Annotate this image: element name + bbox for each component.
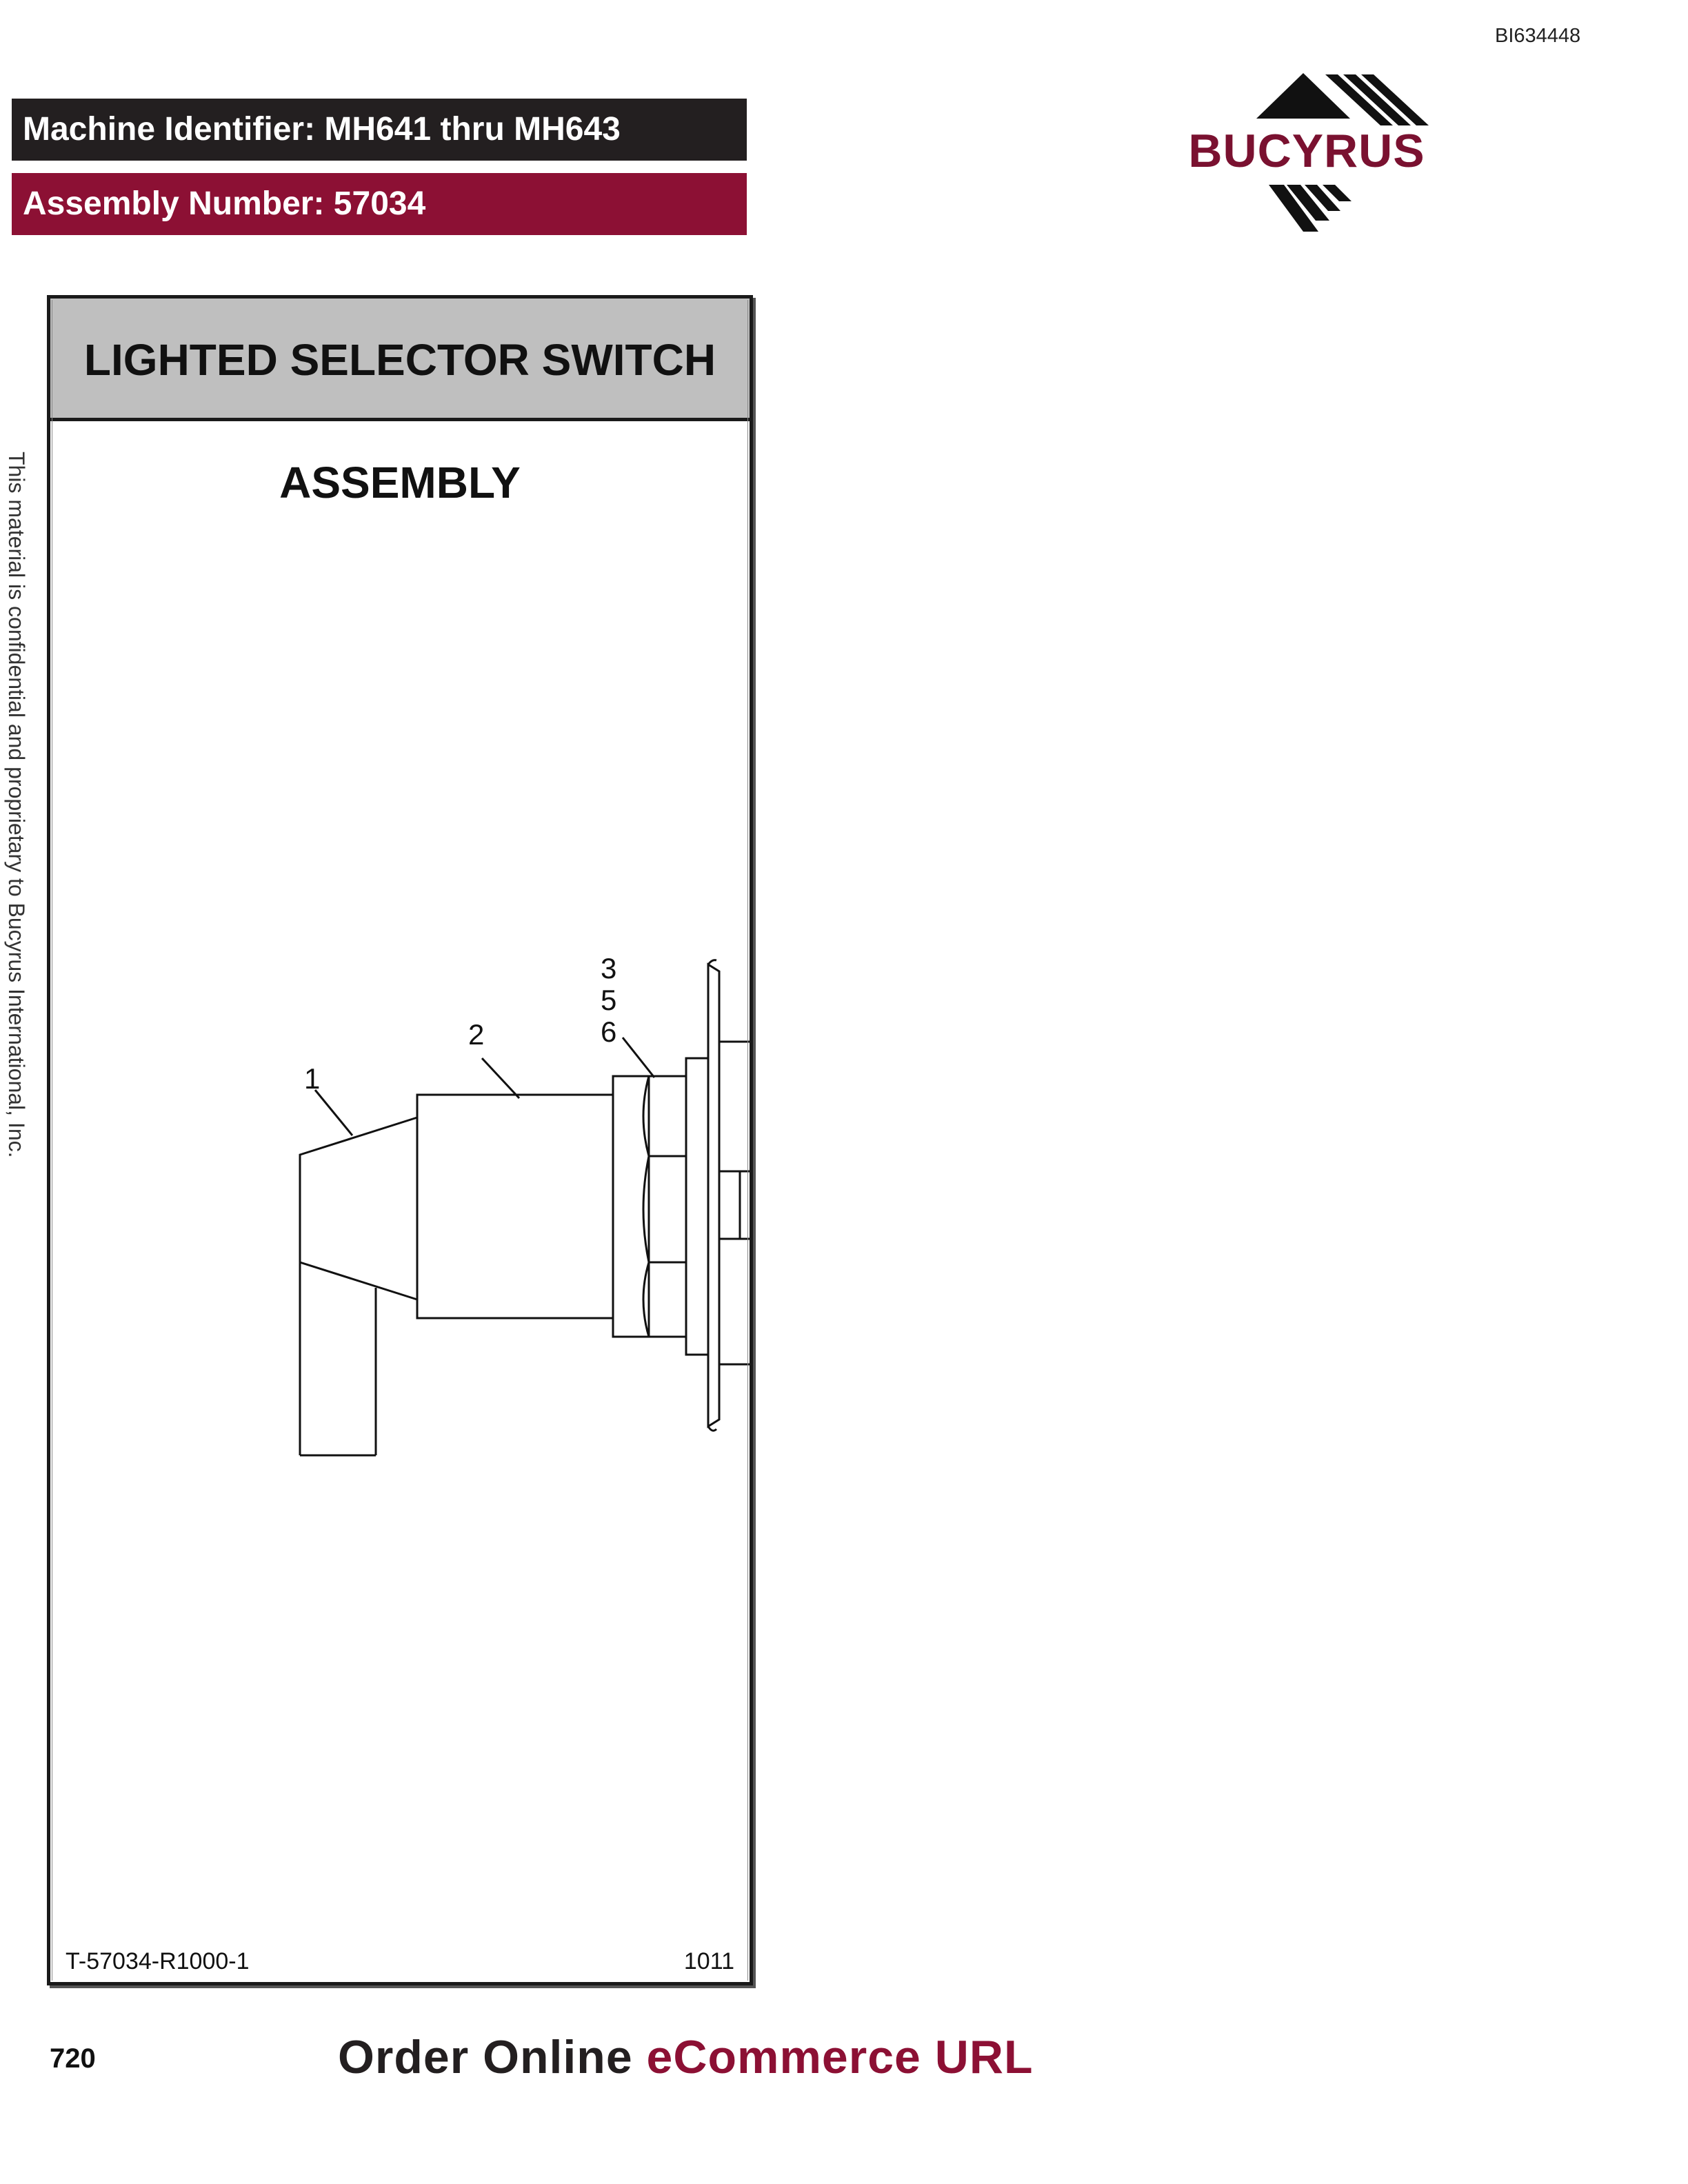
callout-6: 6 (601, 1015, 616, 1048)
switch-assembly-drawing: 1 2 3 5 6 4 (299, 952, 750, 1457)
bucyrus-mountain-logo-icon (1256, 73, 1429, 232)
page-number: 720 (50, 2043, 96, 2074)
order-online-link[interactable]: Order Online eCommerce URL (338, 2030, 1033, 2084)
order-online-text: Order Online (338, 2031, 647, 2083)
figure-title: LIGHTED SELECTOR SWITCH ASSEMBLY (50, 299, 750, 507)
bucyrus-logo-text: BUCYRUS (1188, 125, 1425, 177)
callout-2: 2 (468, 1018, 484, 1051)
callout-1: 1 (304, 1062, 320, 1095)
document-id: BI634448 (1495, 25, 1581, 47)
callout-5: 5 (601, 984, 616, 1016)
bucyrus-logo: BUCYRUS (1165, 69, 1448, 241)
confidentiality-note: This material is confidential and propri… (4, 452, 29, 1158)
assembly-number-bar: Assembly Number: 57034 (12, 173, 747, 235)
ecommerce-url-text: eCommerce URL (646, 2031, 1034, 2083)
callout-3: 3 (601, 952, 616, 984)
machine-identifier-bar: Machine Identifier: MH641 thru MH643 (12, 99, 747, 161)
figure-number: T-57034-R1000-1 (66, 1948, 250, 1974)
figure-frame: 1 2 3 5 6 4 LIGHTED SELECTOR SWITCH ASSE… (47, 295, 753, 1985)
figure-revision: 1011 (683, 1948, 734, 1974)
